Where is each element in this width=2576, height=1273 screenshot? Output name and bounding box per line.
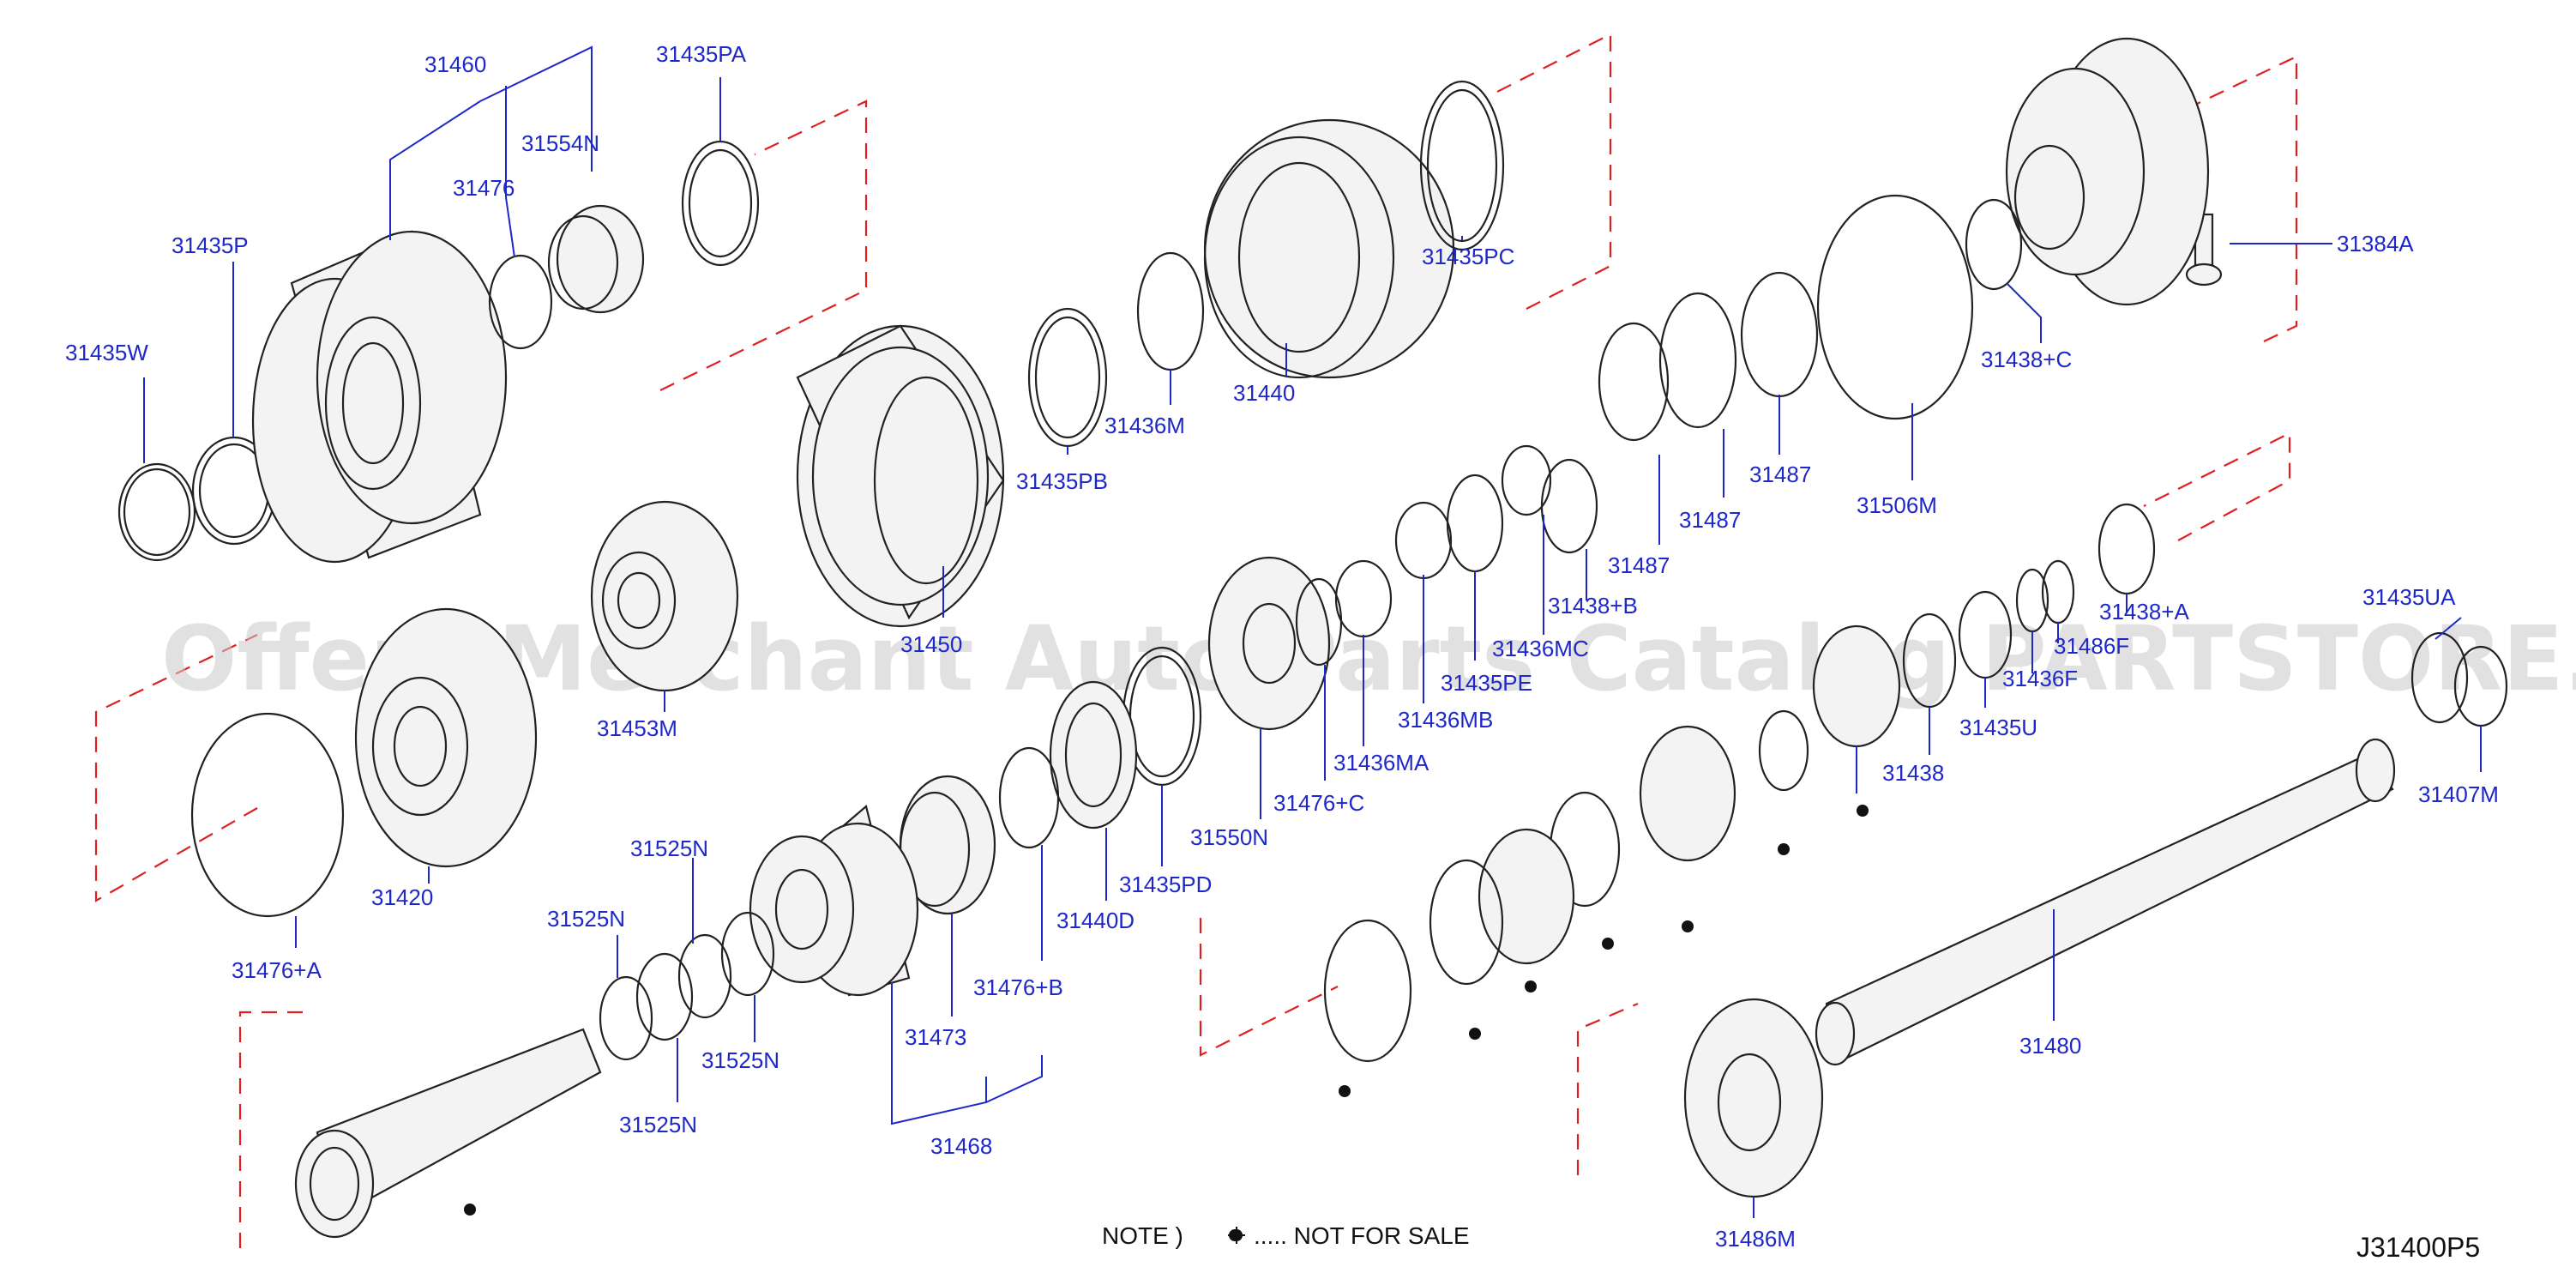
label-31438A[interactable]: 31438+A [2099,599,2189,624]
label-31473[interactable]: 31473 [905,1024,966,1050]
label-31440[interactable]: 31440 [1233,380,1295,406]
label-31525N-a[interactable]: 31525N [630,836,708,861]
label-31436MA[interactable]: 31436MA [1333,750,1429,775]
part-labels: 31460 31435PA 31554N 31476 31435P 31435W… [65,41,2499,1252]
star-icon [1228,1227,1245,1244]
label-31550N[interactable]: 31550N [1190,824,1268,850]
label-31438B[interactable]: 31438+B [1548,593,1638,618]
label-31487-c[interactable]: 31487 [1608,552,1670,578]
label-31438[interactable]: 31438 [1882,760,1944,786]
label-31436F[interactable]: 31436F [2002,666,2078,691]
label-31435P[interactable]: 31435P [172,232,249,258]
label-31435PE[interactable]: 31435PE [1441,670,1532,696]
label-31468[interactable]: 31468 [930,1133,992,1159]
note-prefix: NOTE ) [1102,1222,1183,1249]
footer-note: NOTE ) ..... NOT FOR SALE [1102,1222,1470,1249]
label-31476A[interactable]: 31476+A [232,957,322,983]
label-31436MB[interactable]: 31436MB [1398,707,1493,733]
part-drawings [117,37,2508,1239]
label-31435UA[interactable]: 31435UA [2362,584,2456,610]
label-31525N-d[interactable]: 31525N [619,1112,697,1137]
label-31453M[interactable]: 31453M [597,715,677,741]
label-31436MC[interactable]: 31436MC [1492,636,1589,661]
label-31487-b[interactable]: 31487 [1679,507,1741,533]
label-31435PA[interactable]: 31435PA [656,41,747,67]
label-31486M[interactable]: 31486M [1715,1226,1796,1252]
label-31435PB[interactable]: 31435PB [1016,468,1108,494]
label-31407M[interactable]: 31407M [2418,781,2499,807]
dashed-boundaries [94,33,2298,1248]
label-31476B[interactable]: 31476+B [973,974,1063,1000]
label-31438C[interactable]: 31438+C [1981,347,2072,372]
leader-lines [143,45,2482,1218]
label-31420[interactable]: 31420 [371,884,433,910]
label-31480[interactable]: 31480 [2019,1033,2081,1059]
label-31435PD[interactable]: 31435PD [1119,872,1212,897]
label-31460[interactable]: 31460 [424,51,486,77]
label-31384A[interactable]: 31384A [2337,231,2414,256]
label-31506M[interactable]: 31506M [1857,492,1937,518]
label-31436M[interactable]: 31436M [1104,413,1185,438]
note-text: ..... NOT FOR SALE [1254,1222,1470,1249]
watermark: Offers Merchant Auto Parts Catalog PARTS… [161,606,2576,711]
label-31525N-c[interactable]: 31525N [701,1047,779,1073]
label-31435U[interactable]: 31435U [1959,715,2037,740]
label-31435PC[interactable]: 31435PC [1422,244,1514,269]
label-31435W[interactable]: 31435W [65,340,148,365]
label-31554N[interactable]: 31554N [521,130,599,156]
label-31525N-b[interactable]: 31525N [547,906,625,932]
not-for-sale-markers [464,805,1869,1241]
label-31486F[interactable]: 31486F [2054,633,2129,659]
label-31476[interactable]: 31476 [453,175,515,201]
label-31487-a[interactable]: 31487 [1749,462,1811,487]
label-31450[interactable]: 31450 [900,631,962,657]
label-31440D[interactable]: 31440D [1056,908,1135,933]
label-31476C[interactable]: 31476+C [1273,790,1364,816]
diagram-code: J31400P5 [2356,1232,2480,1263]
